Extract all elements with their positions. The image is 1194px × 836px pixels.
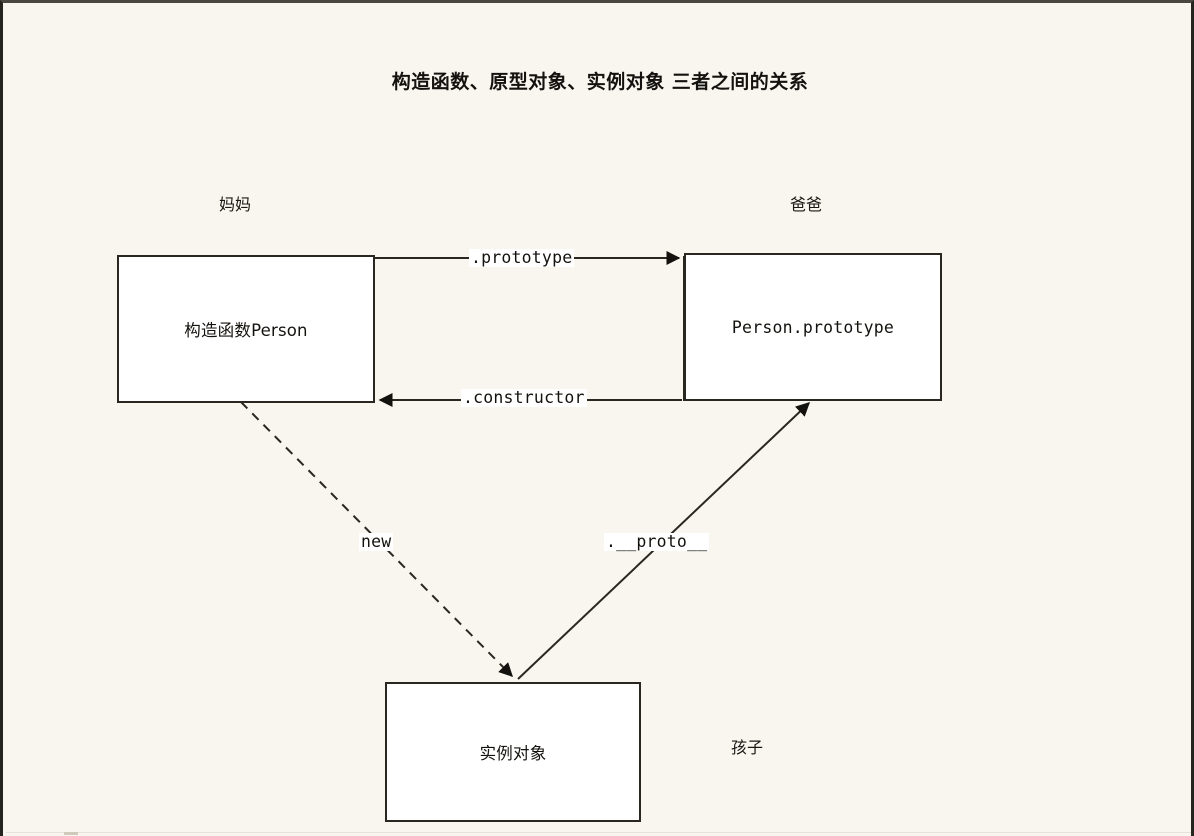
connector-prototype xyxy=(373,251,681,400)
bottom-scrollbar-strip[interactable] xyxy=(6,832,1191,836)
role-label-mom: 妈妈 xyxy=(219,195,252,214)
node-instance-object[interactable]: 实例对象 xyxy=(385,682,641,822)
node-instance-object-label: 实例对象 xyxy=(479,744,547,763)
node-person-prototype-label: Person.prototype xyxy=(731,317,895,337)
edge-label-prototype: .prototype xyxy=(469,248,575,267)
connector-constructor xyxy=(378,256,685,407)
node-constructor-person[interactable]: 构造函数Person xyxy=(117,255,375,403)
node-person-prototype[interactable]: Person.prototype xyxy=(684,253,942,401)
node-constructor-person-label: 构造函数Person xyxy=(184,321,308,340)
role-label-child: 孩子 xyxy=(731,738,764,757)
edge-label-constructor: .constructor xyxy=(461,388,587,407)
edge-label-proto: .__proto__ xyxy=(604,532,710,551)
edge-label-new: new xyxy=(359,532,394,551)
role-label-dad: 爸爸 xyxy=(790,195,823,214)
page-title: 构造函数、原型对象、实例对象 三者之间的关系 xyxy=(391,71,809,93)
scrollbar-thumb[interactable] xyxy=(64,832,78,835)
